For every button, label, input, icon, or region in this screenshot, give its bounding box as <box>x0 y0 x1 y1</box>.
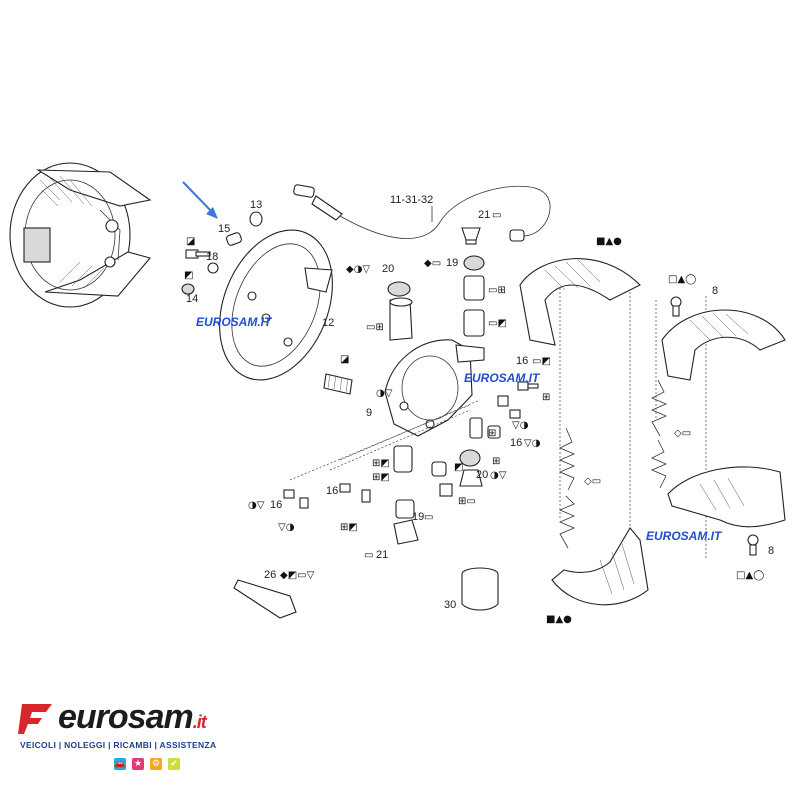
callout-20-bottom: 20 <box>476 469 488 481</box>
symbol-20-top: ◆◑▽ <box>346 264 370 275</box>
symbol-26: ◆◩▭▽ <box>280 570 315 581</box>
symbol-14: ◩ <box>184 270 193 281</box>
symbol-21-bottom: ▭ <box>364 550 373 561</box>
return-spring-right <box>650 379 668 489</box>
eurosam-logo: eurosam.it VEICOLI | NOLEGGI | RICAMBI |… <box>18 698 218 780</box>
symbol-16-left: ◑▽ <box>248 500 265 511</box>
symbol-8-top: □▲◯ <box>668 274 696 285</box>
vehicle-icon: 🚗 <box>114 758 126 770</box>
symbol-19-top-2: ▭⊞ <box>488 285 506 296</box>
watermark-left: EUROSAM.IT <box>196 315 273 329</box>
brake-shoe-bottom <box>551 527 649 606</box>
brake-carrier <box>384 339 485 437</box>
part-13 <box>249 211 263 227</box>
symbol-19-top: ◆▭ <box>424 258 441 269</box>
symbol-16-upper-2: ⊞ <box>542 392 550 403</box>
callout-16-right-lower: 16 <box>510 437 522 449</box>
symbol-middle-6: ⊞▭ <box>458 496 476 507</box>
part-14 <box>181 283 195 295</box>
callout-16-middle: 16 <box>326 485 338 497</box>
symbol-8-bottom: □▲◯ <box>736 570 764 581</box>
callout-labels: 13 15 18 14 12 11-31-32 21 20 19 9 16 16… <box>186 194 774 611</box>
symbol-20-bottom: ◑▽ <box>490 470 507 481</box>
watermark-center: EUROSAM.IT <box>464 371 541 385</box>
symbol-middle-4: ⊞ <box>492 456 500 467</box>
logo-name: eurosam.it <box>58 698 207 736</box>
symbol-16-left-2: ▽◑ <box>278 522 295 533</box>
callout-18: 18 <box>206 251 218 263</box>
callout-8-top: 8 <box>712 285 718 297</box>
bolts-16 <box>469 381 539 439</box>
pointer-arrow <box>182 181 218 219</box>
symbol-middle-2: ⊞◩ <box>372 472 390 483</box>
backing-plate <box>219 229 333 381</box>
parts-icon: ⚙ <box>150 758 162 770</box>
logo-tld: .it <box>192 712 207 732</box>
callout-20-top: 20 <box>382 263 394 275</box>
symbol-middle-5: ⊞◩ <box>340 522 358 533</box>
symbol-20-bottom-2: ◩ <box>454 462 463 473</box>
assembled-brake-drawing <box>9 162 152 308</box>
symbol-shoe-top: ■▲● <box>596 236 622 247</box>
symbol-19-bottom: ▭ <box>424 512 433 523</box>
callout-21-bottom: 21 <box>376 549 388 561</box>
sensor-cable <box>293 184 551 242</box>
callout-26: 26 <box>264 569 276 581</box>
return-spring-left <box>558 427 576 549</box>
callout-19-bottom: 19 <box>412 511 424 523</box>
central-pistons <box>387 255 485 341</box>
rental-icon: ★ <box>132 758 144 770</box>
symbol-18: ◪ <box>186 236 195 247</box>
watermarks: EUROSAM.IT EUROSAM.IT EUROSAM.IT <box>196 315 723 543</box>
pin-8-top <box>670 296 682 317</box>
grease-cup <box>461 567 499 611</box>
adjuster-spring <box>323 373 353 395</box>
lower-pistons <box>283 445 483 545</box>
watermark-right: EUROSAM.IT <box>646 529 723 543</box>
symbol-adjuster: ◪ <box>340 354 349 365</box>
pin-8-bottom <box>747 534 759 556</box>
symbol-16-lower-2: ▽◑ <box>512 420 529 431</box>
symbol-16-upper: ▭◩ <box>532 356 551 367</box>
symbol-shoe-bottom: ■▲● <box>546 614 572 625</box>
symbol-middle-3: ⊞ <box>488 428 496 439</box>
callout-30: 30 <box>444 599 456 611</box>
service-icon: ✔ <box>168 758 180 770</box>
symbol-spring-right: ◇▭ <box>674 428 691 439</box>
symbol-piston-b: ▭⊞ <box>366 322 384 333</box>
callout-21-top: 21 <box>478 209 490 221</box>
callout-16-right-upper: 16 <box>516 355 528 367</box>
callout-12: 12 <box>322 317 334 329</box>
brake-shoe-top <box>519 258 641 346</box>
callout-15: 15 <box>218 223 230 235</box>
symbol-21-top: ▭ <box>492 210 501 221</box>
part-15 <box>226 232 242 246</box>
callout-14: 14 <box>186 293 198 305</box>
symbol-piston-a: ▭◩ <box>488 318 507 329</box>
callout-19-top: 19 <box>446 257 458 269</box>
brake-shoe-right-lower <box>667 466 786 528</box>
logo-service-icons: 🚗 ★ ⚙ ✔ <box>114 758 180 770</box>
variant-symbols: ◪ ◩ ▭ ◆◑▽ ◆▭ ▭⊞ ▭◩ ▭⊞ ◪ ◑▽ ▭◩ ⊞ ▽◑ ▽◑ ⊞◩… <box>184 210 764 625</box>
part-21-top <box>461 227 481 245</box>
part-18 <box>185 249 219 274</box>
grease-tube <box>233 579 297 619</box>
symbol-spring-left: ◇▭ <box>584 476 601 487</box>
callout-9: 9 <box>366 407 372 419</box>
symbol-carrier: ◑▽ <box>376 388 393 399</box>
symbol-16-lower: ▽◑ <box>524 438 541 449</box>
logo-arrow-icon <box>18 704 52 734</box>
logo-tagline: VEICOLI | NOLEGGI | RICAMBI | ASSISTENZA <box>20 740 217 750</box>
symbol-middle-1: ⊞◩ <box>372 458 390 469</box>
callout-13: 13 <box>250 199 262 211</box>
brake-shoe-right-upper <box>661 309 786 381</box>
callout-8-bottom: 8 <box>768 545 774 557</box>
leader-lines <box>289 268 707 560</box>
callout-11-31-32: 11-31-32 <box>390 194 433 206</box>
callout-16-left: 16 <box>270 499 282 511</box>
